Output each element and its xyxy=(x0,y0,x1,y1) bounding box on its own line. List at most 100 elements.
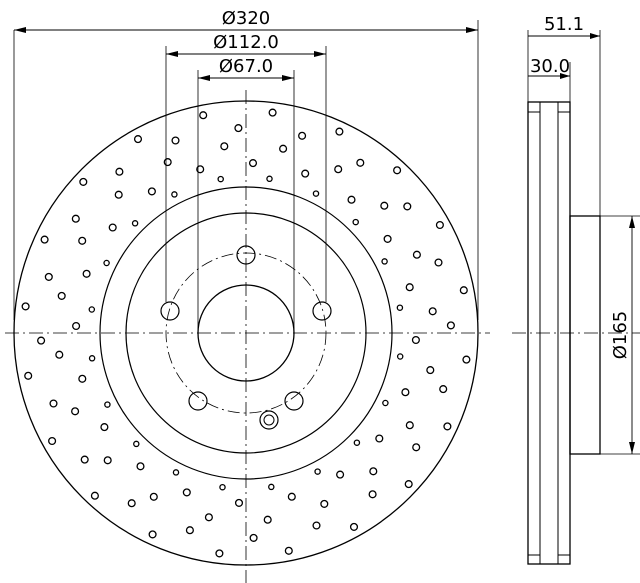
drilled-hole xyxy=(88,355,96,362)
drilled-hole xyxy=(24,371,33,380)
drilled-hole xyxy=(82,269,91,278)
total-height-label: 51.1 xyxy=(544,14,584,35)
drilled-hole xyxy=(405,283,414,292)
drilled-hole xyxy=(412,250,421,259)
drilled-hole xyxy=(263,515,272,524)
drilled-hole xyxy=(172,469,180,476)
drilled-hole xyxy=(249,533,258,542)
dimension-disc-thickness: 30.0 xyxy=(528,56,571,102)
front-view: Ø320 Ø112.0 Ø67.0 xyxy=(5,8,490,583)
drilled-hole xyxy=(79,177,88,186)
drilled-hole xyxy=(368,490,377,499)
drilled-hole xyxy=(382,399,389,407)
drilled-hole xyxy=(320,499,329,508)
drilled-hole xyxy=(443,422,452,431)
drilled-hole xyxy=(312,521,321,530)
drilled-hole xyxy=(80,455,89,464)
drilled-hole xyxy=(55,350,64,359)
dimension-outer-diameter: Ø320 xyxy=(13,8,479,320)
drilled-hole xyxy=(396,353,404,360)
side-hat xyxy=(569,215,601,455)
drilled-hole xyxy=(215,549,224,558)
drilled-hole xyxy=(103,456,112,465)
locating-hole-outer xyxy=(259,410,279,430)
drilled-holes-group xyxy=(21,108,471,558)
outer-diameter-label: Ø320 xyxy=(222,8,271,29)
drilled-hole xyxy=(149,492,158,501)
drilled-hole xyxy=(71,407,80,416)
drilled-hole xyxy=(44,272,53,281)
drilled-hole xyxy=(439,385,448,394)
drilled-hole xyxy=(335,127,344,136)
drilled-hole xyxy=(72,321,81,331)
bolt-hole xyxy=(236,245,256,265)
drilled-hole xyxy=(115,167,124,176)
drilled-hole xyxy=(133,135,143,144)
bolt-hole xyxy=(188,391,208,411)
outer-disc-circle xyxy=(13,100,479,566)
bolt-hole xyxy=(284,391,304,411)
drilled-hole xyxy=(219,483,226,491)
drilled-hole xyxy=(401,388,410,397)
drilled-hole xyxy=(104,401,111,408)
drilled-hole xyxy=(375,434,384,443)
drilled-hole xyxy=(199,111,208,120)
drilled-hole xyxy=(268,108,277,117)
drilled-hole xyxy=(90,491,99,500)
friction-ring-inner-circle xyxy=(99,186,393,480)
drilled-hole xyxy=(131,220,139,227)
drilled-hole xyxy=(396,304,404,311)
drilled-hole xyxy=(403,202,412,211)
drilled-hole xyxy=(312,190,320,197)
drilled-hole xyxy=(40,235,49,244)
drilled-hole xyxy=(428,307,437,316)
drilled-hole xyxy=(347,195,356,204)
locating-hole-inner xyxy=(263,414,275,426)
dimension-bolt-circle: Ø112.0 xyxy=(165,32,327,302)
drilled-hole xyxy=(48,436,57,446)
drilled-hole xyxy=(462,355,471,364)
dimension-center-bore: Ø67.0 xyxy=(197,56,295,333)
drilled-hole xyxy=(108,223,117,232)
center-bore-label: Ø67.0 xyxy=(219,56,273,77)
drilled-hole xyxy=(446,321,455,330)
drilled-hole xyxy=(49,399,58,408)
drilled-hole xyxy=(182,488,191,497)
bolt-hole xyxy=(160,301,180,321)
drilled-hole xyxy=(136,462,145,471)
drilled-hole xyxy=(369,467,378,476)
drilled-hole xyxy=(163,158,172,167)
drilled-hole xyxy=(268,483,275,491)
drilled-hole xyxy=(234,124,243,133)
drilled-hole xyxy=(298,131,307,140)
hat-diameter-label: Ø165 xyxy=(610,311,631,360)
drilled-hole xyxy=(78,236,87,245)
bolt-circle xyxy=(165,252,327,414)
drilled-hole xyxy=(127,499,136,508)
side-view: 51.1 30.0 Ø165 xyxy=(512,14,640,565)
drilled-hole xyxy=(393,166,402,175)
bolt-hole xyxy=(312,301,332,321)
drilled-hole xyxy=(334,165,343,174)
dimension-hat-diameter: Ø165 xyxy=(600,215,640,455)
drilled-hole xyxy=(57,291,66,300)
drilled-hole xyxy=(133,440,140,448)
drilled-hole xyxy=(234,498,244,507)
drilled-hole xyxy=(284,546,293,555)
drilled-hole xyxy=(412,443,421,452)
drilled-hole xyxy=(381,258,388,265)
drilled-hole xyxy=(459,286,468,295)
drilled-hole xyxy=(404,480,413,489)
drilled-hole xyxy=(171,136,180,145)
drilled-hole xyxy=(279,144,288,153)
drilled-hole xyxy=(352,218,359,226)
drilled-hole xyxy=(185,526,194,535)
drilled-hole xyxy=(88,306,96,313)
drilled-hole xyxy=(356,158,365,167)
drilled-hole xyxy=(220,142,229,151)
drilled-hole xyxy=(405,421,414,430)
drilled-hole xyxy=(411,335,420,345)
drilled-hole xyxy=(287,492,296,501)
drilled-hole xyxy=(426,366,435,375)
